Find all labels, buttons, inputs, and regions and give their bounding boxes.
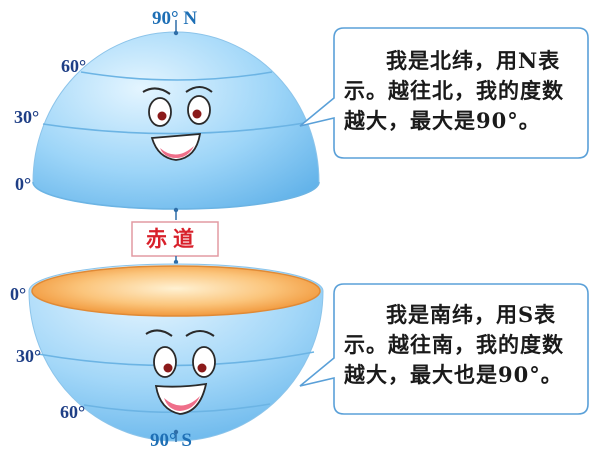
north-lat-60-label: 60° <box>61 56 86 76</box>
south-lat-30-label: 30° <box>16 346 41 366</box>
southern-hemisphere: 0° 30° 60° 90° S <box>10 263 324 451</box>
north-speech-bubble <box>299 27 589 159</box>
north-lat-30-label: 30° <box>14 107 39 127</box>
equator-label-box: 赤道 <box>131 207 219 266</box>
northern-hemisphere: 90° N 60° 30° 0° <box>14 8 320 210</box>
southern-inner-surface <box>31 265 321 317</box>
south-pole-label: 90° S <box>150 430 192 451</box>
north-lat-30-line <box>42 121 312 135</box>
north-lat-60-line <box>80 71 273 81</box>
south-speech-text: 我是南纬，用S表示。越往南，我的度数越大，最大也是90°。 <box>344 302 564 387</box>
north-face <box>142 86 213 161</box>
equator-label: 赤道 <box>146 226 200 251</box>
north-lat-0-label: 0° <box>15 174 31 194</box>
south-speech-bubble <box>299 283 589 415</box>
north-speech-text: 我是北纬，用N表示。越往北，我的度数越大，最大是90°。 <box>344 48 564 133</box>
south-lat-60-label: 60° <box>60 402 85 422</box>
south-face <box>145 329 216 415</box>
north-pole-label: 90° N <box>152 8 197 29</box>
south-lat-0-label: 0° <box>10 284 26 304</box>
